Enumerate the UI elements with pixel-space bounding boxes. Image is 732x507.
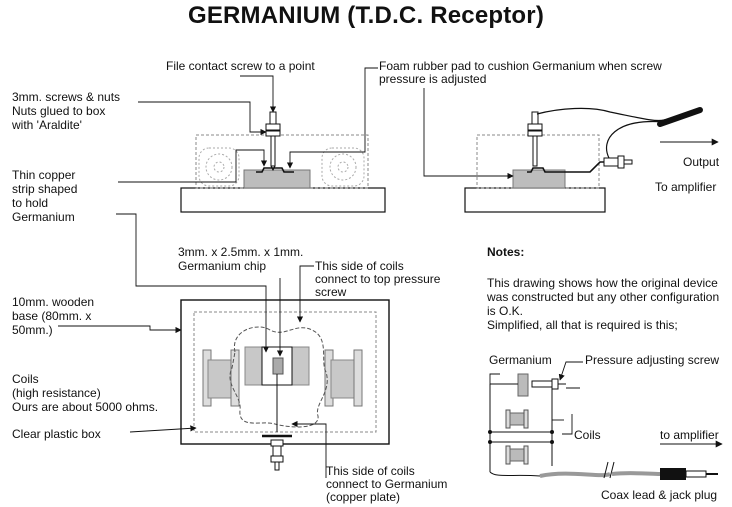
coil-outline-left (198, 147, 365, 187)
germanium-block-left (243, 169, 311, 189)
plan-view (180, 299, 390, 471)
label-top-side-2: connect to top pressure (315, 272, 441, 286)
side-view-right (464, 107, 719, 213)
cable-jacket (657, 107, 703, 127)
label-base-2: base (80mm. x (12, 309, 92, 323)
label-bottom-side-2: connect to Germanium (326, 477, 448, 491)
label-top-side-3: screw (315, 285, 347, 299)
notes-line-3: is O.K. (487, 304, 524, 318)
coil-left-plan (202, 349, 240, 407)
label-bottom-side-1: This side of coils (326, 464, 415, 478)
schematic-label-to-amplifier: to amplifier (660, 428, 719, 442)
leader-lines (58, 67, 583, 478)
label-screws-3: with 'Araldite' (12, 118, 82, 132)
label-file-contact: File contact screw to a point (166, 59, 315, 73)
schematic-label-coax: Coax lead & jack plug (601, 488, 718, 502)
label-coils-3: Ours are about 5000 ohms. (12, 400, 159, 414)
simplified-schematic (488, 373, 723, 480)
jack-plug (660, 468, 686, 480)
wooden-base-right (464, 187, 606, 213)
wire-outline-plan (229, 326, 328, 428)
schematic-label-germanium: Germanium (489, 353, 552, 367)
side-view-left (180, 111, 386, 213)
label-bottom-side-3: (copper plate) (326, 490, 401, 504)
screw-left (265, 111, 281, 172)
label-copper-1: Thin copper (12, 168, 76, 182)
schematic-coils (505, 409, 529, 465)
schematic-screw (531, 380, 553, 388)
label-foam-pad-2: pressure is adjusted (379, 72, 487, 86)
coil-right-plan (324, 349, 363, 407)
output-cable (536, 107, 701, 122)
wooden-base-left (180, 187, 386, 213)
screw-right (527, 111, 543, 167)
label-base-1: 10mm. wooden (12, 295, 95, 309)
label-copper-2: strip shaped (12, 182, 78, 196)
label-output: Output (683, 155, 720, 169)
label-copper-4: Germanium (12, 210, 75, 224)
label-screws-2: Nuts glued to box (12, 104, 106, 118)
schematic-label-coils: Coils (574, 428, 601, 442)
coax-lead (539, 471, 611, 478)
schematic-germanium (517, 373, 529, 397)
germanium-chip-plan (272, 357, 284, 375)
label-screws-1: 3mm. screws & nuts (12, 90, 121, 104)
label-chip-2: Germanium chip (178, 259, 267, 273)
plastic-box-plan (193, 311, 377, 433)
label-coils-1: Coils (12, 372, 39, 386)
schematic-label-pressure-screw: Pressure adjusting screw (585, 353, 720, 367)
label-copper-3: to hold (12, 196, 49, 210)
side-terminal-screw (603, 155, 633, 169)
notes-line-2: was constructed but any other configurat… (487, 290, 720, 304)
label-top-side-1: This side of coils (315, 259, 404, 273)
label-base-3: 50mm.) (12, 323, 53, 337)
label-foam-pad-1: Foam rubber pad to cushion Germanium whe… (379, 59, 662, 73)
copper-strip-left (256, 167, 294, 173)
label-to-amplifier-top: To amplifier (655, 180, 717, 194)
label-chip-1: 3mm. x 2.5mm. x 1mm. (178, 245, 304, 259)
notes-line-4: Simplified, all that is required is this… (487, 318, 678, 332)
copper-strip-right (527, 161, 606, 173)
notes-heading: Notes: (487, 245, 525, 259)
label-coils-2: (high resistance) (12, 386, 101, 400)
notes-line-1: This drawing shows how the original devi… (487, 276, 718, 290)
screw-plan-bottom (270, 439, 284, 471)
page-title: GERMANIUM (T.D.C. Receptor) (187, 2, 545, 29)
label-clear-box: Clear plastic box (12, 427, 101, 441)
